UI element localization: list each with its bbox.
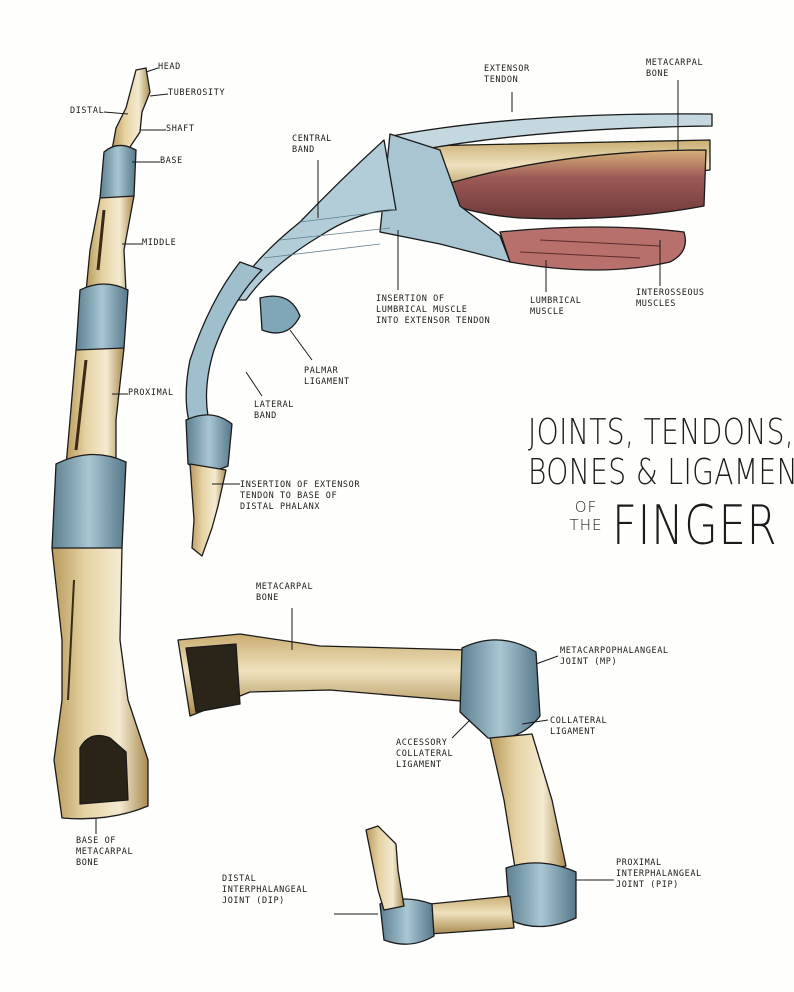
label-base-of-metacarpal: BASE OF METACARPAL BONE <box>76 836 134 868</box>
label-mp-joint: METACARPOPHALANGEAL JOINT (MP) <box>560 646 669 667</box>
distal-phalanx <box>111 67 151 151</box>
label-extensor-tendon: EXTENSOR TENDON <box>484 64 530 85</box>
label-tuberosity: TUBEROSITY <box>168 88 226 98</box>
label-distal: DISTAL <box>70 106 105 116</box>
mp-joint-bent <box>459 639 541 740</box>
palmar-ligament <box>259 295 301 334</box>
bent-finger <box>177 633 577 945</box>
label-lateral-band: LATERAL BAND <box>254 400 295 421</box>
label-shaft: SHAFT <box>166 124 195 134</box>
label-base: BASE <box>160 156 183 166</box>
label-lumbrical-muscle: LUMBRICAL MUSCLE <box>530 296 582 317</box>
title-line-2: BONES & LIGAMENTS <box>528 452 794 493</box>
pip-ligament-straight <box>75 283 129 356</box>
leader-lines <box>95 67 679 915</box>
tendons-and-muscles <box>185 113 713 557</box>
extensor-tendon-band <box>391 113 713 151</box>
pip-joint-bent <box>505 862 577 928</box>
label-middle: MIDDLE <box>142 238 177 248</box>
label-palmar-ligament: PALMAR LIGAMENT <box>304 366 350 387</box>
title-line-3: OF THE <box>569 498 603 534</box>
label-dip-joint: DISTAL INTERPHALANGEAL JOINT (DIP) <box>222 874 308 906</box>
title-line-1: JOINTS, TENDONS, <box>528 412 794 453</box>
label-pip-joint: PROXIMAL INTERPHALANGEAL JOINT (PIP) <box>616 858 702 890</box>
label-head: HEAD <box>158 62 181 72</box>
mp-ligament-straight <box>51 453 127 558</box>
label-accessory-collateral: ACCESSORY COLLATERAL LIGAMENT <box>396 738 454 770</box>
label-metacarpal-bone-bottom: METACARPAL BONE <box>256 582 314 603</box>
proximal-phalanx-bent <box>489 733 567 875</box>
extensor-hood <box>379 133 511 263</box>
label-insertion-lumbrical: INSERTION OF LUMBRICAL MUSCLE INTO EXTEN… <box>376 294 491 326</box>
straight-finger-bones <box>51 67 151 820</box>
dip-ligament-straight <box>99 144 137 204</box>
label-central-band: CENTRAL BAND <box>292 134 333 155</box>
distal-phalanx-bent <box>365 825 405 911</box>
title-line-4: FINGER <box>612 494 778 557</box>
label-metacarpal-bone-top: METACARPAL BONE <box>646 58 704 79</box>
lumbrical-muscle <box>499 226 687 271</box>
interosseous-muscle <box>439 149 707 220</box>
label-collateral-ligament: COLLATERAL LIGAMENT <box>550 716 608 737</box>
label-proximal: PROXIMAL <box>128 388 174 398</box>
metacarpal-base-cavity <box>79 734 129 805</box>
distal-phalanx-tendon-view <box>189 463 227 557</box>
label-insertion-extensor: INSERTION OF EXTENSOR TENDON TO BASE OF … <box>240 480 361 512</box>
label-interosseous-muscles: INTEROSSEOUS MUSCLES <box>636 288 705 309</box>
dip-joint-tendon-view <box>185 414 233 472</box>
metacarpal-head-cavity <box>185 643 241 713</box>
middle-phalanx-bent <box>429 895 515 935</box>
